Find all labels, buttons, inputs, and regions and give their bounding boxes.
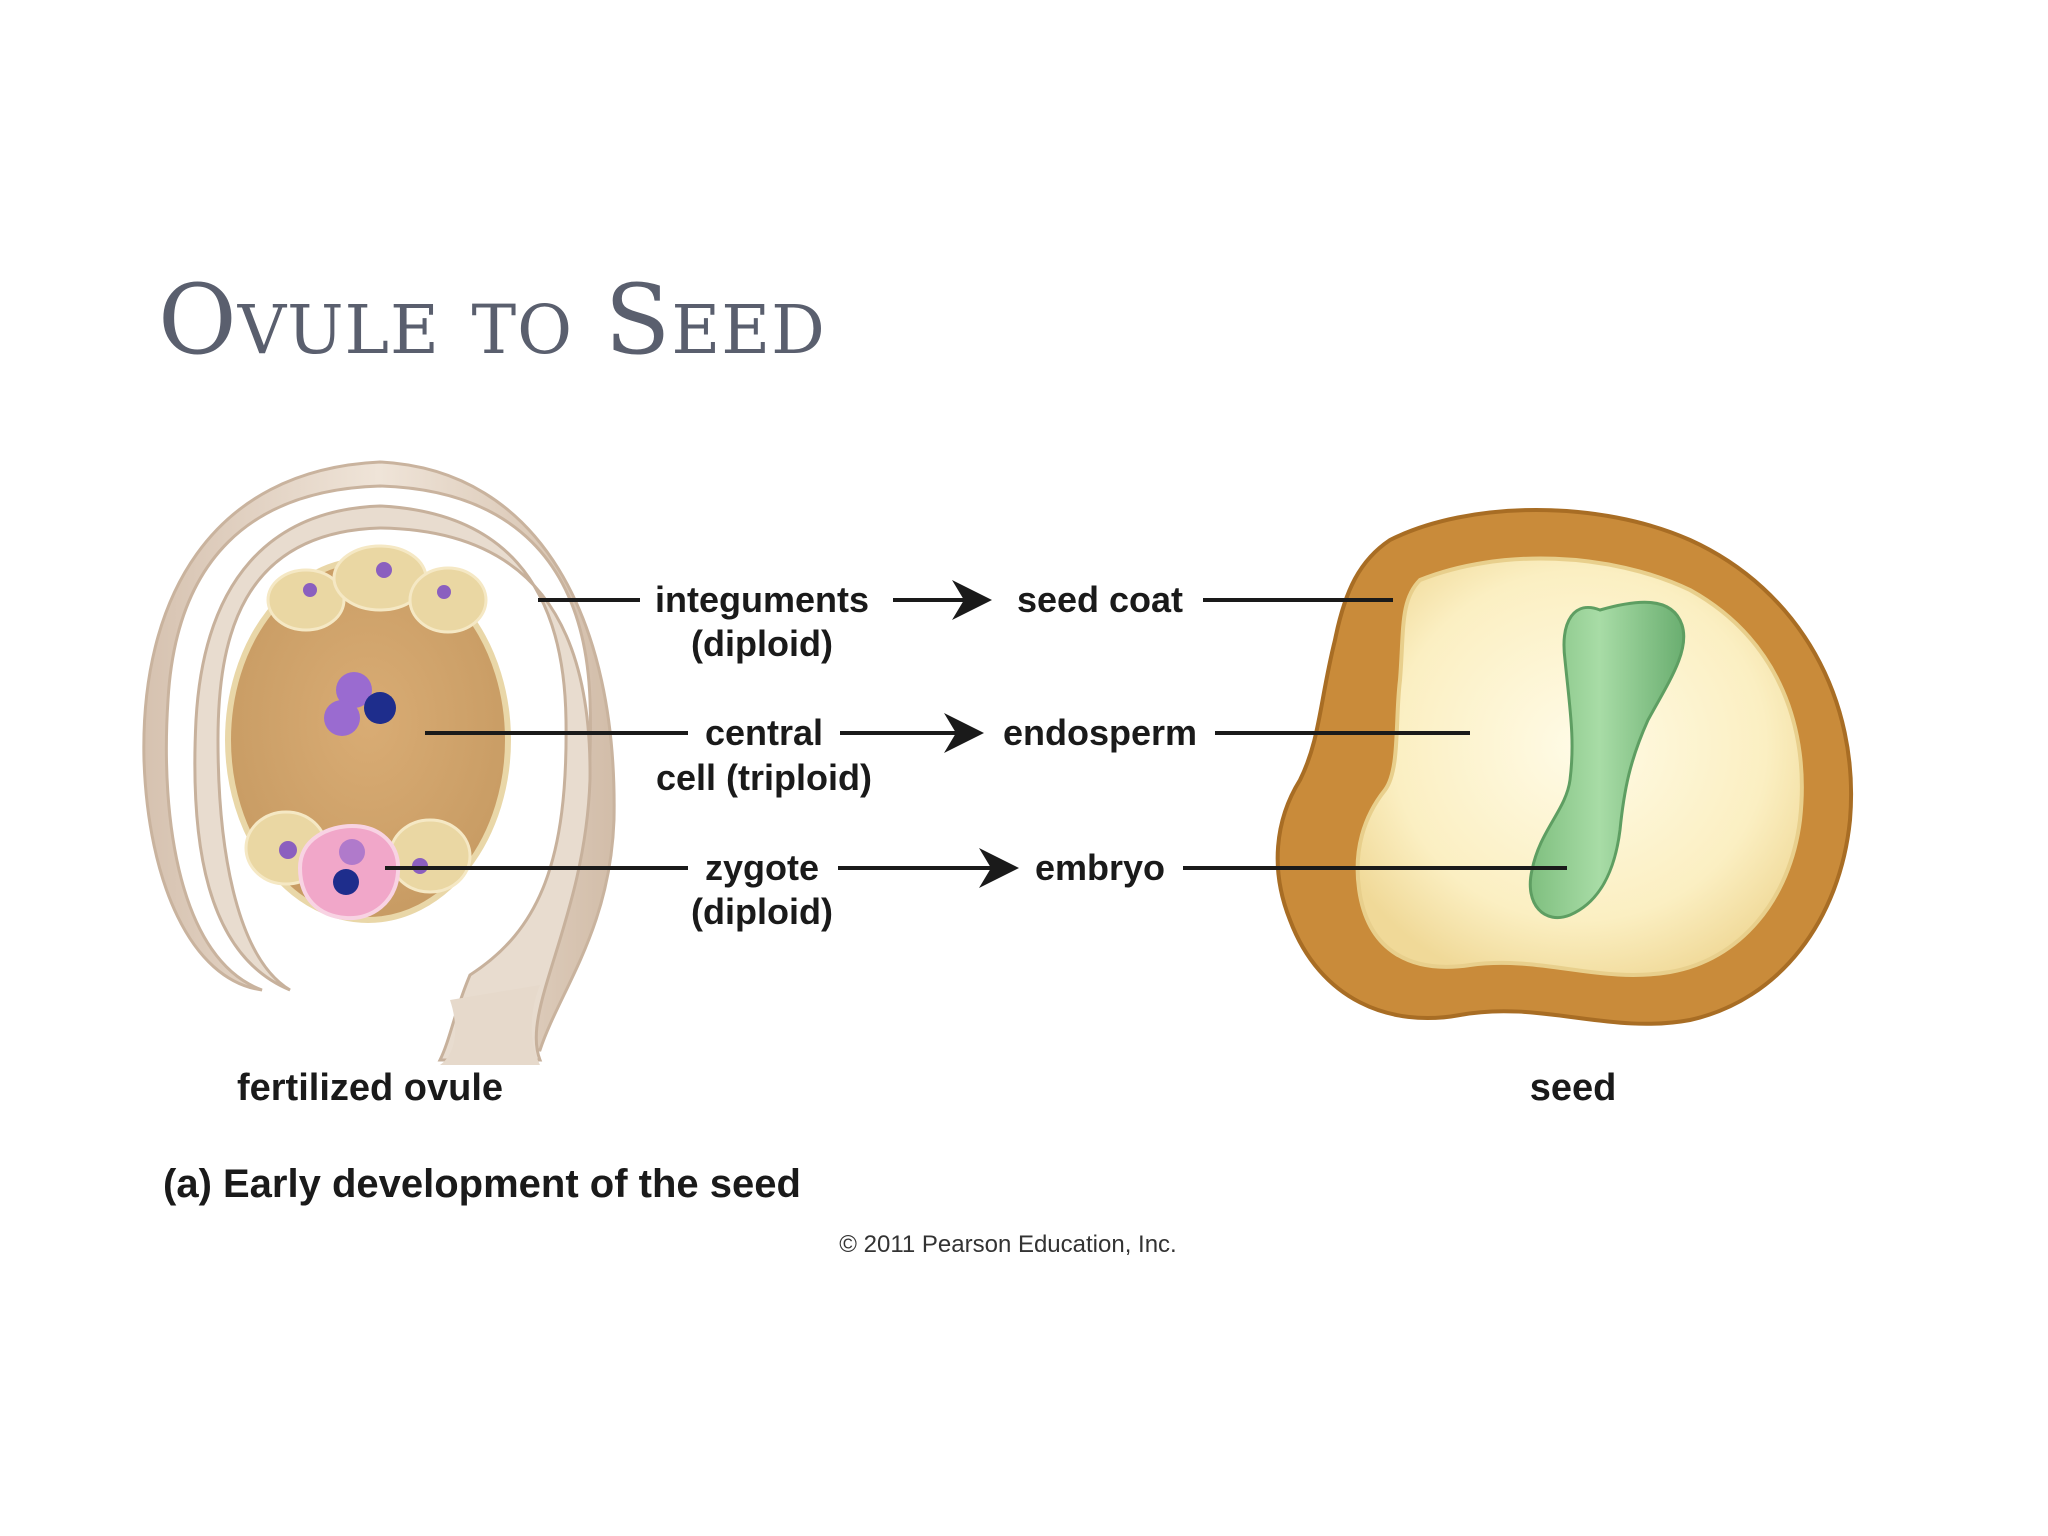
ovule-stalk [440, 985, 540, 1065]
zygote-nucleus [339, 839, 365, 865]
label-embryo: embryo [1035, 847, 1165, 888]
antipodal-cell [408, 566, 488, 634]
zygote-nucleus [333, 869, 359, 895]
antipodal-cell [266, 568, 346, 632]
copyright-credit: © 2011 Pearson Education, Inc. [839, 1231, 1176, 1258]
label-zygote-ploidy: (diploid) [691, 891, 833, 932]
sperm-nucleus [364, 692, 396, 724]
label-central-ploidy: cell (triploid) [656, 757, 872, 798]
polar-nucleus [324, 700, 360, 736]
integument-body [193, 504, 592, 1062]
synergid-cell [388, 818, 472, 894]
slide-title: Ovule to Seed [158, 264, 826, 376]
label-seed-coat: seed coat [1017, 579, 1183, 620]
seed-illustration [1275, 508, 1853, 1026]
caption-fertilized-ovule: fertilized ovule [237, 1067, 503, 1109]
caption-seed: seed [1530, 1067, 1617, 1109]
embryo-shape [1528, 600, 1686, 920]
label-integuments-ploidy: (diploid) [691, 623, 833, 664]
label-central: central [705, 712, 823, 753]
label-integuments: integuments [655, 579, 869, 620]
connector-lines [385, 580, 1567, 888]
fertilized-ovule-illustration [142, 460, 616, 1065]
figure-caption: (a) Early development of the seed [163, 1162, 801, 1206]
label-endosperm: endosperm [1003, 712, 1197, 753]
label-zygote: zygote [705, 847, 819, 888]
polar-nucleus [336, 672, 372, 708]
